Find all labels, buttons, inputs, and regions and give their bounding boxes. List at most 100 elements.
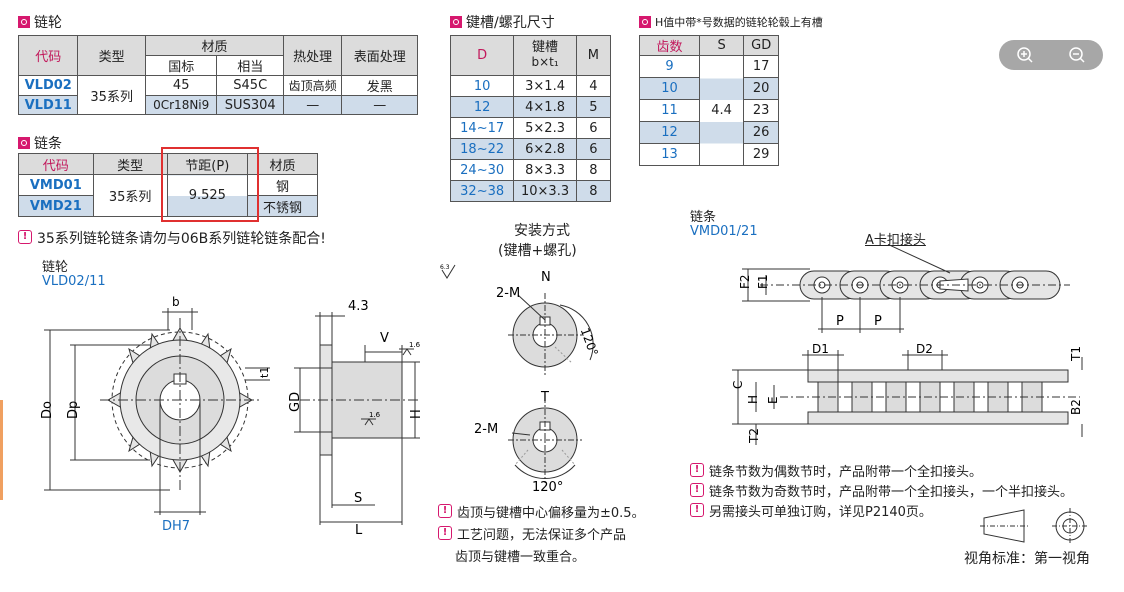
angle-top: 120° [578, 326, 601, 358]
dim-t1: T1 [1069, 346, 1083, 362]
warning-icon: ! [690, 503, 704, 517]
compat-note: ! 35系列链轮链条请勿与06B系列链轮链条配合! [18, 228, 326, 248]
key-cell: 8×3.3 [513, 159, 577, 181]
chain-drawing: F2 F1 P P D1 D2 C H E B1 B2 T1 T2 [730, 245, 1083, 445]
dim-gd: GD [288, 392, 303, 412]
dim-t1: t1 [258, 367, 271, 378]
section-marker-icon [18, 137, 30, 149]
dim-t2: T2 [747, 428, 761, 444]
th-surface: 表面处理 [341, 35, 418, 76]
dim-dp: Dp [66, 401, 81, 419]
zoom-out-icon[interactable] [1067, 45, 1087, 65]
th-d: D [449, 35, 515, 76]
teeth-cell[interactable]: 11 [639, 99, 700, 122]
type-cell: 35系列 [92, 174, 168, 217]
m-cell: 5 [575, 96, 612, 118]
chain-drawing-code[interactable]: VMD01/21 [690, 224, 758, 239]
warning-icon: ! [690, 463, 704, 477]
d-cell[interactable]: 10 [449, 75, 515, 97]
teeth-cell[interactable]: 12 [639, 121, 700, 144]
m-cell: 4 [575, 75, 612, 97]
teeth-section-title: H值中带*号数据的链轮轮毂上有槽 [639, 14, 823, 30]
heat-cell: 齿顶高频 [282, 75, 343, 96]
install-note-1: ! 齿顶与键槽中心偏移量为±0.5。 [438, 502, 645, 521]
material-cell: 不锈钢 [246, 195, 319, 217]
install-keyway-drawing: N 2-M 120° T 2-M 120° [474, 270, 601, 495]
code-cell[interactable]: VMD21 [18, 195, 94, 217]
dim-d2: D2 [916, 342, 933, 356]
d-cell[interactable]: 24~30 [449, 159, 515, 181]
th-code: 代码 [18, 153, 94, 175]
pitch-highlight-box [161, 147, 259, 222]
dim-p-2: P [874, 314, 882, 329]
table-row: VLD02 35系列 45 S45C 齿顶高频 发黑 [17, 75, 418, 115]
d-cell[interactable]: 14~17 [449, 117, 515, 139]
warning-icon: ! [18, 230, 32, 244]
dim-4-3: 4.3 [348, 299, 369, 314]
zoom-in-icon[interactable] [1015, 45, 1035, 65]
first-angle-projection-icon [980, 508, 1088, 544]
warning-icon: ! [438, 526, 452, 540]
warning-icon: ! [438, 504, 452, 518]
pitch-cell: 9.525 [166, 174, 248, 217]
th-s: S [698, 35, 745, 56]
key-cell: 3×1.4 [513, 75, 577, 97]
warning-icon: ! [690, 483, 704, 497]
d-cell[interactable]: 12 [449, 96, 515, 118]
chain-section-title: 链条 [18, 133, 62, 153]
gd-cell: 17 [743, 55, 779, 78]
teeth-cell[interactable]: 9 [639, 55, 700, 78]
m-cell: 6 [575, 138, 612, 160]
equiv-cell: S45C [216, 75, 284, 96]
surface-cell: 发黑 [341, 75, 418, 96]
sprocket-section-title: 链轮 [18, 12, 62, 32]
teeth-cell[interactable]: 13 [639, 143, 700, 166]
chain-note-3: !另需接头可单独订购，详见P2140页。 [690, 501, 932, 520]
left-edge-accent [0, 400, 3, 500]
sprocket-drawing-code[interactable]: VLD02/11 [42, 274, 106, 289]
d-cell[interactable]: 32~38 [449, 180, 515, 202]
d-cell[interactable]: 18~22 [449, 138, 515, 160]
roughness-2: 1.6 [369, 411, 381, 419]
section-marker-icon [450, 16, 462, 28]
code-cell[interactable]: VLD11 [17, 95, 79, 115]
th-equiv: 相当 [216, 55, 284, 76]
gd-cell: 23 [743, 99, 779, 122]
dim-h: H [746, 395, 760, 404]
dim-dh7: DH7 [162, 519, 190, 534]
gd-cell: 20 [743, 77, 779, 100]
dim-h: H [409, 409, 424, 419]
svg-text:6.3: 6.3 [440, 264, 450, 271]
sprocket-material-table: 代码 类型 材质 热处理 表面处理 国标 相当 VLD02 35系列 45 S4… [17, 35, 418, 115]
key-cell: 5×2.3 [513, 117, 577, 139]
code-cell[interactable]: VMD01 [18, 174, 94, 196]
chain-note-1: !链条节数为偶数节时，产品附带一个全扣接头。 [690, 461, 982, 480]
dim-d1: D1 [812, 342, 829, 356]
th-material: 材质 [144, 35, 284, 56]
section-marker-icon [639, 16, 651, 28]
zoom-controls [999, 40, 1103, 70]
th-teeth: 齿数 [639, 35, 700, 56]
teeth-cell[interactable]: 10 [639, 77, 700, 100]
joint-label: A卡扣接头 [865, 233, 926, 248]
dim-f1: F1 [756, 274, 770, 289]
label-2m-top: 2-M [496, 286, 520, 301]
angle-bottom: 120° [532, 480, 563, 495]
chain-table: 代码 类型 节距(P) 材质 VMD01 35系列 9.525 钢 VMD21 … [18, 153, 319, 217]
dim-v: V [380, 331, 389, 346]
table-row: 11 23 [639, 99, 779, 122]
dim-b2: B2 [1069, 399, 1083, 415]
th-m: M [575, 35, 612, 76]
code-cell[interactable]: VLD02 [17, 75, 79, 96]
th-gd: GD [743, 35, 779, 56]
key-cell: 6×2.8 [513, 138, 577, 160]
th-type: 类型 [92, 153, 168, 175]
th-pitch: 节距(P) [166, 153, 248, 175]
th-type: 类型 [77, 35, 146, 76]
